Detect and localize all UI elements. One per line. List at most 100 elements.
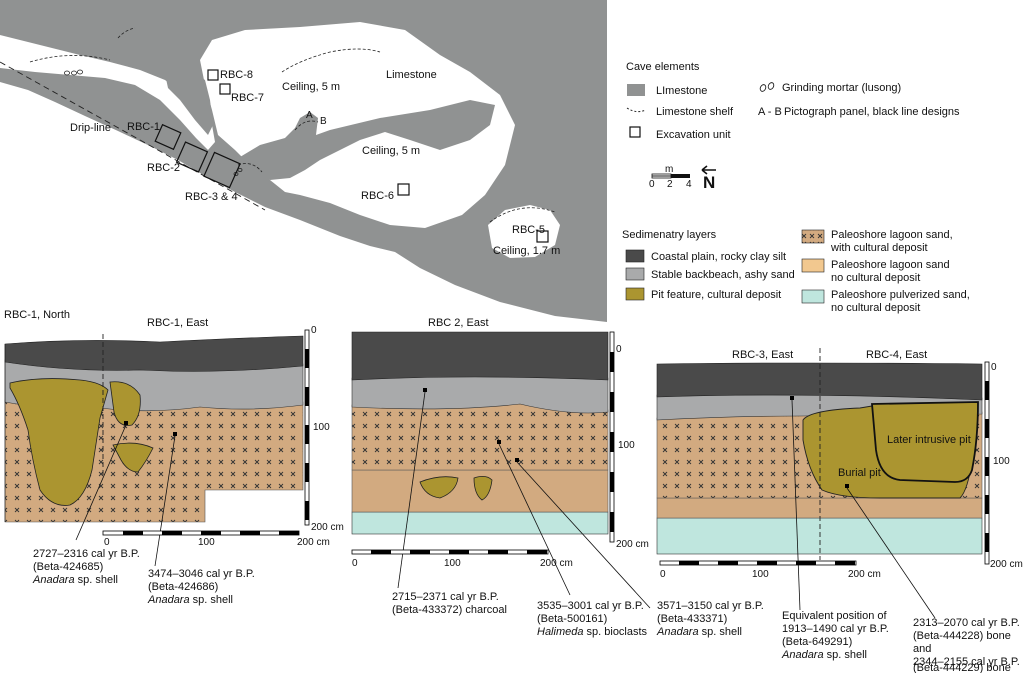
rbc4-title: RBC-4, East — [866, 349, 927, 361]
shelf-line-icon — [626, 107, 647, 113]
label-rbc5: RBC-5 — [512, 224, 545, 236]
scale-tick-0: 0 — [649, 179, 655, 190]
drip-line — [0, 61, 266, 211]
legend-cave-title: Cave elements — [626, 61, 700, 73]
rbc2-width-100: 100 — [444, 558, 461, 569]
rbc3-title: RBC-3, East — [732, 349, 793, 361]
date-annotation-7: 2313–2070 cal yr B.P. (Beta-444228) bone… — [913, 617, 1020, 673]
legend-backbeach: Stable backbeach, ashy sand — [651, 269, 795, 281]
rbc1-depth-200: 200 cm — [311, 522, 344, 533]
d3-range: 2715–2371 cal yr B.P. — [392, 591, 499, 603]
scale-unit: m — [665, 164, 673, 175]
rbc1-depth-100: 100 — [313, 422, 330, 433]
sample-d5-marker — [515, 458, 519, 462]
scale-tick-4: 4 — [686, 179, 692, 190]
swatch-pit-feature — [625, 287, 645, 301]
rbc1-pit-main — [9, 378, 109, 506]
later-pit-label: Later intrusive pit — [887, 434, 971, 446]
date-annotation-6: Equivalent position of 1913–1490 cal yr … — [781, 610, 889, 661]
legend-pulverized-2: no cultural deposit — [831, 302, 920, 314]
rbc34-lagoon-sterile — [656, 497, 983, 519]
date-annotation-5: 3571–3150 cal yr B.P. (Beta-433371) Anad… — [656, 600, 764, 638]
rbc34-depth-0: 0 — [991, 362, 997, 373]
profile-rbc1: RBC-1, North RBC-1, East 0 100 200 cm 0 … — [4, 309, 344, 567]
legend-lagoon-sterile-2: no cultural deposit — [831, 272, 920, 284]
d7-range-2: 2344–2155 cal yr B.P. — [913, 656, 1020, 668]
d1-range: 2727–2316 cal yr B.P. — [33, 548, 140, 560]
label-ceiling-center: Ceiling, 5 m — [362, 145, 420, 157]
legend-panel-code: A - B — [758, 106, 782, 118]
profile-rbc34: RBC-3, East RBC-4, East Later intrusive … — [656, 348, 1023, 619]
d7-lab-1: (Beta-444228) bone — [913, 630, 1011, 642]
rbc1-coastal-plain — [4, 335, 304, 372]
unit-rbc34-square — [203, 151, 241, 189]
d5-range: 3571–3150 cal yr B.P. — [657, 600, 764, 612]
d5-material: Anadara sp. shell — [656, 626, 742, 638]
rbc2-backbeach — [351, 374, 609, 414]
rbc34-depth-200: 200 cm — [990, 559, 1023, 570]
rbc2-depth-200: 200 cm — [616, 539, 649, 550]
rbc34-pulverized — [656, 517, 983, 555]
rbc1-north-title: RBC-1, North — [4, 309, 70, 321]
d2-range: 3474–3046 cal yr B.P. — [148, 568, 255, 580]
d1-material: Anadara sp. shell — [32, 574, 118, 586]
d7-lab-2: (Beta-444229) bone — [913, 662, 1011, 673]
date-annotation-3: 2715–2371 cal yr B.P. (Beta-433372) char… — [392, 591, 507, 616]
sample-d2-marker — [173, 432, 177, 436]
unit-rbc8-square — [207, 69, 219, 81]
label-rbc6: RBC-6 — [361, 190, 394, 202]
rbc2-coastal-plain — [351, 331, 609, 381]
burial-pit-label: Burial pit — [838, 467, 881, 479]
rbc34-coastal-plain — [656, 362, 983, 401]
label-rbc34: RBC-3 & 4 — [185, 191, 238, 203]
swatch-coastal-plain — [625, 249, 645, 263]
rbc34-width-200: 200 cm — [848, 569, 881, 580]
d4-range: 3535–3001 cal yr B.P. — [537, 600, 644, 612]
date-annotation-1: 2727–2316 cal yr B.P. (Beta-424685) Anad… — [32, 548, 140, 586]
label-ceiling-main: Ceiling, 5 m — [282, 81, 340, 93]
unit-rbc2-square — [175, 141, 209, 173]
date-annotation-2: 3474–3046 cal yr B.P. (Beta-424686) Anad… — [147, 568, 255, 606]
label-rbc2: RBC-2 — [147, 162, 180, 174]
cave-elements-legend: Cave elements LImestone Limestone shelf … — [626, 61, 960, 192]
rbc1-pit-upper — [109, 381, 141, 426]
label-panel-a: A — [306, 110, 313, 121]
rbc2-width-200: 200 cm — [540, 558, 573, 569]
rbc2-pulverized — [351, 511, 609, 535]
rbc1-pit-lower — [112, 442, 154, 473]
label-rbc8: RBC-8 — [220, 69, 253, 81]
north-arrow-icon — [701, 165, 716, 175]
label-ceiling-small: Ceiling, 1.7 m — [493, 245, 560, 257]
rbc5-chamber — [488, 205, 560, 258]
legend-lagoon-cultural-2: with cultural deposit — [830, 242, 928, 254]
entrance-opening — [0, 35, 215, 150]
d1-lab: (Beta-424685) — [33, 561, 103, 573]
scale-tick-2: 2 — [667, 179, 673, 190]
rbc2-title: RBC 2, East — [428, 317, 489, 329]
swatch-backbeach — [625, 267, 645, 281]
unit-rbc1-square — [154, 123, 182, 151]
d6-range: 1913–1490 cal yr B.P. — [782, 623, 889, 635]
swatch-lagoon-sterile — [801, 258, 825, 273]
d3-lab: (Beta-433372) charcoal — [392, 604, 507, 616]
rbc2-depth-100: 100 — [618, 440, 635, 451]
swatch-pulverized — [801, 289, 825, 304]
rbc34-depth-100: 100 — [993, 456, 1010, 467]
sample-d3-marker — [423, 388, 427, 392]
legend-pit-feature: Pit feature, cultural deposit — [651, 289, 781, 301]
d5-lab: (Beta-433371) — [657, 613, 727, 625]
swatch-lagoon-cultural — [801, 229, 825, 244]
d4-lab: (Beta-500161) — [537, 613, 607, 625]
rbc1-width-200: 200 cm — [297, 537, 330, 548]
d2-lab: (Beta-424686) — [148, 581, 218, 593]
profile-rbc2: RBC 2, East 0 100 200 cm 0 100 200 cm — [351, 317, 651, 609]
d6-context: Equivalent position of — [782, 610, 888, 622]
d7-and: and — [913, 643, 931, 655]
mortar-ovals-icon — [759, 82, 775, 92]
sample-d7-marker — [845, 484, 849, 488]
sample-d6-marker — [790, 396, 794, 400]
label-panel-b: B — [320, 116, 327, 127]
legend-shelf: Limestone shelf — [656, 106, 734, 118]
d6-material: Anadara sp. shell — [781, 649, 867, 661]
